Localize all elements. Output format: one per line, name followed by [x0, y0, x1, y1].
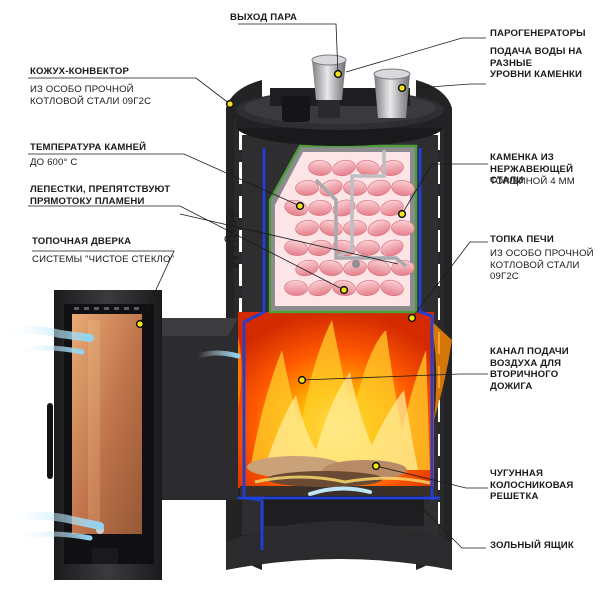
stone: [356, 280, 380, 296]
stone: [380, 279, 404, 297]
stone: [332, 159, 356, 177]
stone: [319, 179, 343, 197]
stone: [295, 259, 319, 277]
stone: [308, 160, 332, 176]
marker-water-supply: [397, 83, 407, 93]
stone: [332, 199, 356, 217]
label-steam-outlet: ВЫХОД ПАРА: [230, 12, 298, 23]
label-casing-title: КОЖУХ-КОНВЕКТОР: [30, 66, 130, 77]
heater-stones: [284, 159, 415, 297]
label-firebox-door-title: ТОПОЧНАЯ ДВЕРКА: [32, 236, 132, 247]
stone: [356, 200, 380, 216]
stone: [284, 280, 308, 296]
stone: [343, 220, 367, 236]
label-firebox-desc: ИЗ ОСОБО ПРОЧНОЙ КОТЛОВОЙ СТАЛИ 09Г2С: [490, 248, 594, 282]
marker-air-channel: [297, 375, 307, 385]
stone: [295, 180, 319, 196]
callout-markers: [135, 69, 417, 471]
stone: [391, 220, 415, 236]
marker-casing: [225, 99, 235, 109]
door-vent: [94, 307, 99, 310]
label-casing-desc: ИЗ ОСОБО ПРОЧНОЙ КОТЛОВОЙ СТАЛИ 09Г2С: [30, 84, 152, 107]
label-petals: ЛЕПЕСТКИ, ПРЕПЯТСТВУЮТ ПРЯМОТОКУ ПЛАМЕНИ: [30, 184, 171, 207]
stove-base: [226, 521, 452, 570]
label-steam-generators: ПАРОГЕНЕРАТОРЫ: [490, 28, 586, 39]
door-vent-slots: [74, 307, 139, 310]
label-heater-desc: ТОЛЩИНОЙ 4 ММ: [490, 176, 575, 187]
door-vent: [74, 307, 79, 310]
label-firebox-door-desc: СИСТЕМЫ "ЧИСТОЕ СТЕКЛО": [32, 254, 175, 265]
label-stone-temp-title: ТЕМПЕРАТУРА КАМНЕЙ: [30, 142, 147, 153]
marker-heater-wall: [397, 209, 407, 219]
marker-stones: [295, 201, 305, 211]
air-intake-arrows: [0, 326, 372, 541]
stone: [380, 160, 404, 176]
door-vent: [114, 307, 119, 310]
marker-door: [135, 319, 145, 329]
stone: [380, 199, 404, 217]
label-stone-temp-desc: ДО 600° С: [30, 157, 78, 168]
stone: [367, 259, 391, 277]
leader-lines: [28, 23, 488, 549]
label-heater-title: КАМЕНКА ИЗ НЕРЖАВЕЮЩЕЙ СТАЛИ: [490, 152, 574, 186]
door-vent: [124, 307, 129, 310]
marker-firebox: [407, 313, 417, 323]
stone: [343, 260, 367, 276]
stone: [391, 180, 415, 196]
marker-grate: [371, 461, 381, 471]
marker-petals: [339, 285, 349, 295]
door-vent: [134, 307, 139, 310]
steam-generator-cup-right: [373, 68, 411, 118]
label-ash-box: ЗОЛЬНЫЙ ЯЩИК: [490, 540, 574, 551]
stone: [319, 260, 343, 276]
stone: [343, 180, 367, 196]
stone: [295, 220, 319, 236]
door-vent: [84, 307, 89, 310]
stone: [356, 240, 380, 256]
label-water-supply: ПОДАЧА ВОДЫ НА РАЗНЫЕ УРОВНИ КАМЕНКИ: [490, 46, 583, 80]
brand-text: Magma: [224, 208, 241, 269]
stone: [380, 239, 404, 257]
stone: [308, 279, 332, 297]
marker-steam-generator: [333, 69, 343, 79]
stone: [391, 260, 415, 276]
stone: [367, 219, 391, 237]
cast-iron-grate: [240, 456, 436, 496]
label-air-channel: КАНАЛ ПОДАЧИ ВОЗДУХА ДЛЯ ВТОРИЧНОГО ДОЖИ…: [490, 346, 569, 392]
label-firebox-title: ТОПКА ПЕЧИ: [490, 234, 554, 245]
stone: [308, 240, 332, 256]
stone: [308, 200, 332, 216]
label-grate: ЧУГУННАЯ КОЛОСНИКОВАЯ РЕШЕТКА: [490, 468, 574, 502]
door-vent: [104, 307, 109, 310]
stone: [367, 179, 391, 197]
loading-tunnel: [162, 318, 238, 500]
